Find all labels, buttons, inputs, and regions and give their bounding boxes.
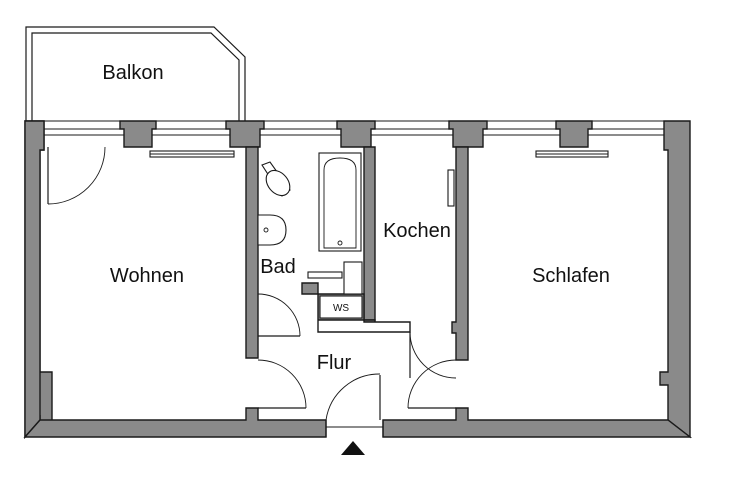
room-label-bad: Bad — [260, 256, 296, 278]
room-label-balkon: Balkon — [102, 62, 163, 84]
shelf — [307, 261, 363, 295]
room-label-wohnen: Wohnen — [110, 265, 184, 287]
balcony — [25, 26, 246, 121]
sink-icon — [257, 214, 287, 246]
radiators — [149, 150, 609, 207]
room-label-flur: Flur — [317, 352, 352, 374]
room-label-kochen: Kochen — [383, 220, 451, 242]
toilet-icon — [261, 161, 291, 197]
room-label-schlafen: Schlafen — [532, 265, 610, 287]
ws-box — [319, 295, 363, 319]
entrance-arrow-icon — [341, 441, 365, 455]
room-label-ws: WS — [333, 303, 349, 314]
interior-walls — [245, 146, 469, 361]
doors — [47, 146, 457, 437]
bathtub — [318, 152, 362, 252]
